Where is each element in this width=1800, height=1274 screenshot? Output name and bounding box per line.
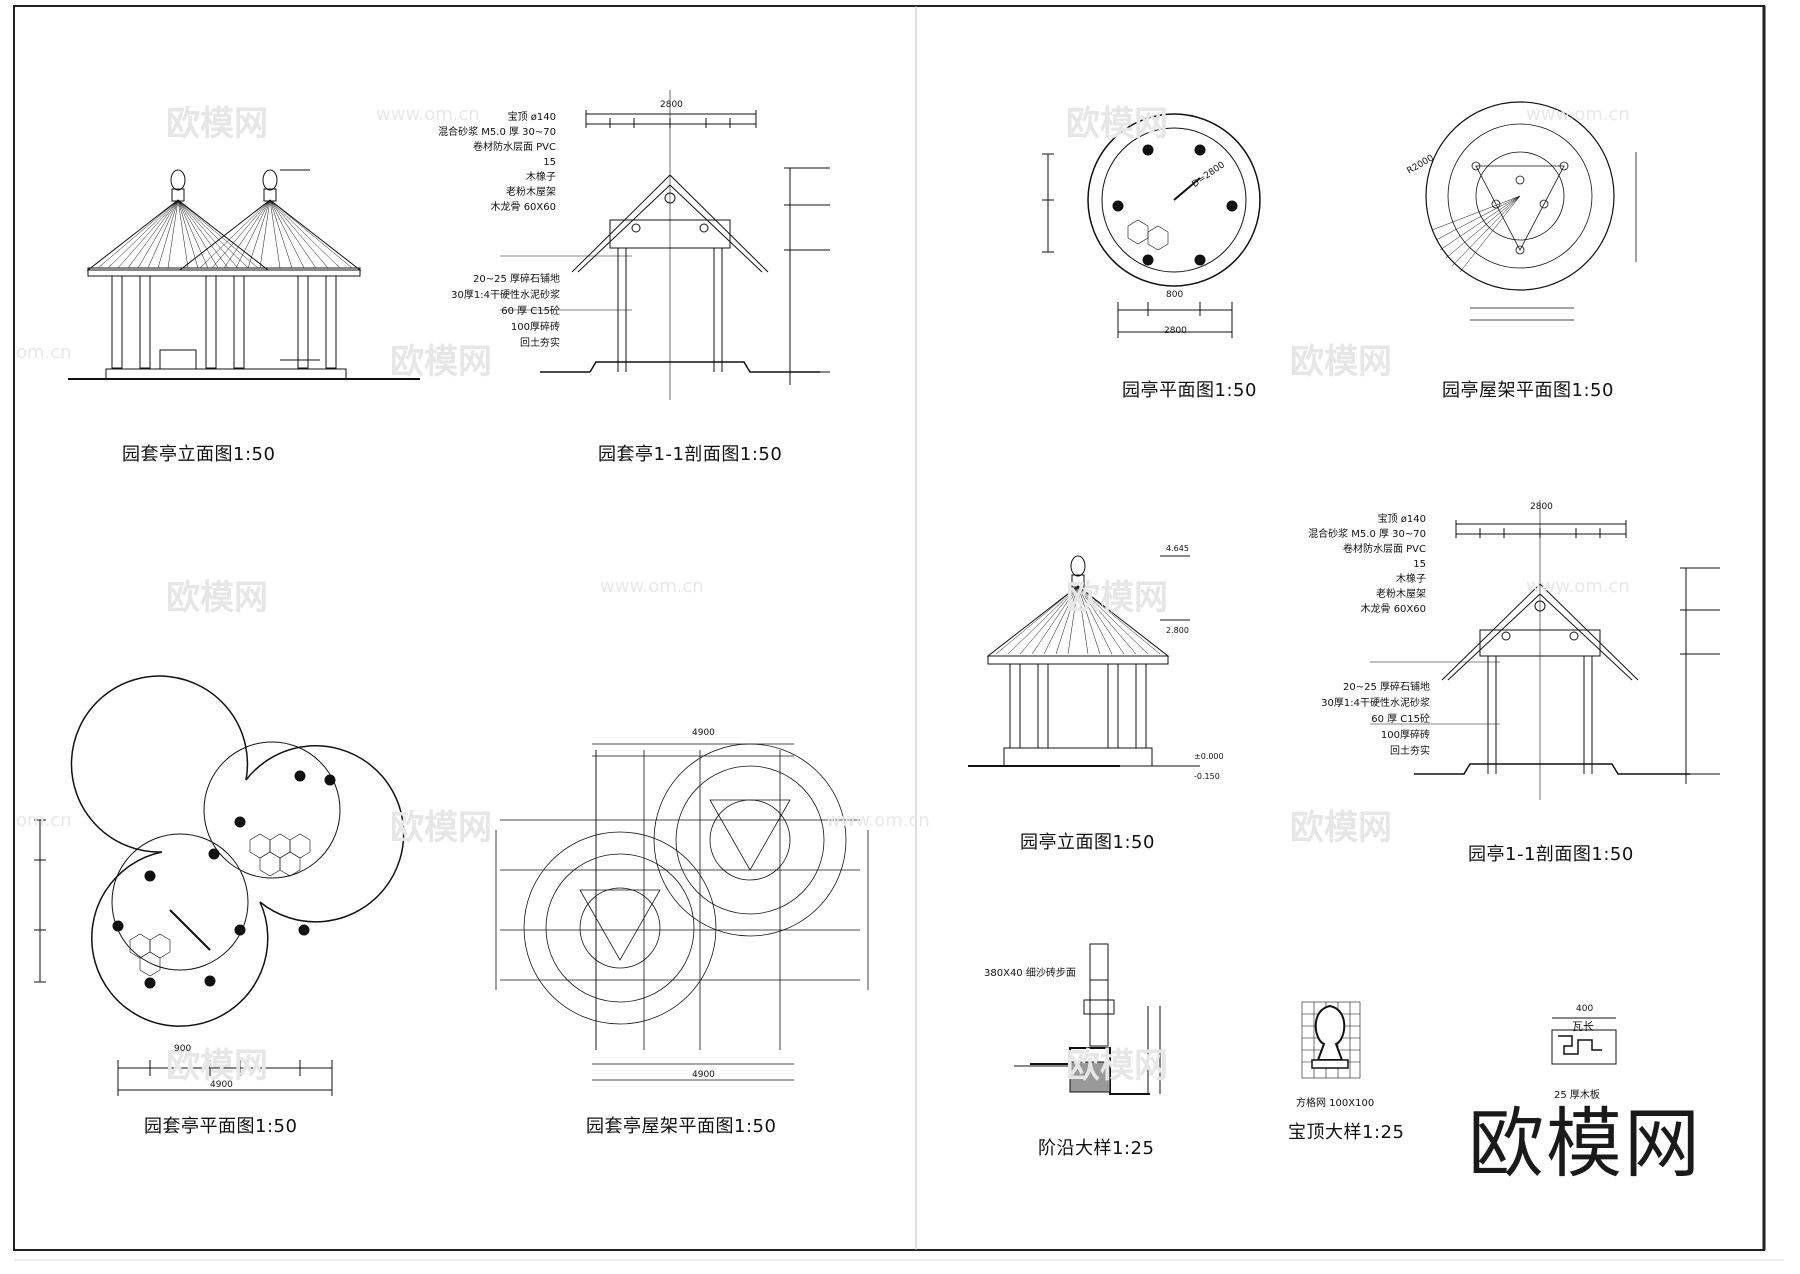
dim-single-section-total: 2800 [1530,502,1553,512]
title-double-elevation: 园套亭立面图1:50 [122,444,276,465]
double-section-labels: 宝顶 ø140 混合砂浆 M5.0 厚 30~70 卷材防水层面 PVC 15 … [396,110,556,215]
watermark-brand: 欧模网 [1066,104,1168,144]
label-finial: 宝顶 ø140 [507,112,556,123]
double-roof-plan-drawing [495,743,869,1081]
watermark-brand: 欧模网 [1066,1046,1168,1086]
label-brick: 100厚碎砖 [510,322,560,333]
label-concrete: 60 厚 C15砼 [501,306,560,317]
watermark-brand: 欧模网 [1290,342,1392,382]
elevation-level-zero: ±0.000 [1194,752,1224,761]
double-floor-labels: 20~25 厚碎石铺地 30厚1:4干硬性水泥砂浆 60 厚 C15砼 100厚… [440,272,560,352]
label-waterproof: 卷材防水层面 PVC [472,142,556,153]
brand-watermark: 欧模网 [1468,1099,1702,1188]
label-mortar: 混合砂浆 M5.0 厚 30~70 [1308,529,1426,540]
tile-dim-label: 400 [1576,1004,1594,1014]
watermark-url: www.om.cn [1526,576,1630,597]
dim-double-roof-bottom: 4900 [692,1070,715,1080]
elevation-level-neg: -0.150 [1194,772,1220,781]
watermark-url: www.om.cn [600,576,704,597]
title-single-plan: 园亭平面图1:50 [1122,380,1257,401]
step-detail-drawing [1014,943,1161,1095]
watermark-brand: 欧模网 [1066,578,1168,618]
watermark-brand: 欧模网 [1290,808,1392,848]
dim-single-plan-total: 2800 [1164,326,1187,336]
single-floor-labels: 20~25 厚碎石铺地 30厚1:4干硬性水泥砂浆 60 厚 C15砼 100厚… [1310,680,1430,760]
watermark-url: om.cn [16,342,72,363]
watermark-url: om.cn [16,810,72,831]
watermark-brand: 欧模网 [166,578,268,618]
label-rafter: 木橡子 [526,172,556,183]
finial-grid-label: 方格网 100X100 [1296,1098,1375,1109]
single-section-labels: 宝顶 ø140 混合砂浆 M5.0 厚 30~70 卷材防水层面 PVC 15 … [1266,512,1426,617]
title-double-roof-plan: 园套亭屋架平面图1:50 [586,1116,777,1137]
title-finial-detail: 宝顶大样1:25 [1288,1122,1405,1143]
dim-double-plan-total: 4900 [210,1080,233,1090]
title-step-detail: 阶沿大样1:25 [1038,1138,1155,1159]
label-screed: 30厚1:4干硬性水泥砂浆 [1321,698,1430,709]
single-elevation-drawing [968,555,1200,767]
title-single-roof-plan: 园亭屋架平面图1:50 [1442,380,1614,401]
double-plan-drawing [34,675,405,1096]
label-joist: 木龙骨 60X60 [1360,604,1426,615]
label-concrete: 60 厚 C15砼 [1371,714,1430,725]
label-brick: 100厚碎砖 [1380,730,1430,741]
finial-detail-drawing [1301,1001,1361,1079]
watermark-url: www.om.cn [826,810,930,831]
double-section-drawing [500,90,830,400]
label-rafter: 木橡子 [1396,574,1426,585]
tile-note: 25 厚木板 [1554,1090,1600,1101]
label-screed: 30厚1:4干硬性水泥砂浆 [451,290,560,301]
watermark-url: www.om.cn [376,104,480,125]
title-double-section: 园套亭1-1剖面图1:50 [598,444,783,465]
watermark-brand: 欧模网 [166,104,268,144]
tile-label: 瓦长 [1572,1020,1594,1033]
elevation-level-top: 4.645 [1166,544,1189,553]
label-truss: 老粉木屋架 [506,187,556,198]
single-roof-plan-drawing [1425,101,1637,321]
watermark-brand: 欧模网 [390,808,492,848]
title-single-elevation: 园亭立面图1:50 [1020,832,1155,853]
watermark-brand: 欧模网 [390,342,492,382]
step-detail-label: 380X40 细沙砖步面 [984,968,1076,979]
label-joist: 木龙骨 60X60 [490,202,556,213]
label-mortar: 混合砂浆 M5.0 厚 30~70 [438,127,556,138]
label-truss: 老粉木屋架 [1376,589,1426,600]
label-finial: 宝顶 ø140 [1377,514,1426,525]
dim-double-roof-top: 4900 [692,728,715,738]
label-backfill: 回土夯实 [520,338,560,349]
single-plan-drawing [1042,113,1261,338]
elevation-level-mid: 2.800 [1166,626,1189,635]
title-double-plan: 园套亭平面图1:50 [144,1116,298,1137]
label-thickness: 15 [543,157,556,168]
tile-detail-drawing [1551,1017,1617,1065]
dim-single-plan-mid: 800 [1166,290,1184,300]
label-backfill: 回土夯实 [1390,746,1430,757]
label-thickness: 15 [1413,559,1426,570]
dim-double-section-total: 2800 [660,100,683,110]
watermark-url: www.om.cn [1526,104,1630,125]
single-section-drawing [1370,500,1720,800]
dim-double-plan-mid: 900 [174,1044,192,1054]
label-gravel: 20~25 厚碎石铺地 [1342,682,1430,693]
watermark-brand: 欧模网 [166,1046,268,1086]
label-waterproof: 卷材防水层面 PVC [1342,544,1426,555]
double-elevation-drawing [68,169,420,380]
title-single-section: 园亭1-1剖面图1:50 [1468,844,1634,865]
label-gravel: 20~25 厚碎石铺地 [472,274,560,285]
